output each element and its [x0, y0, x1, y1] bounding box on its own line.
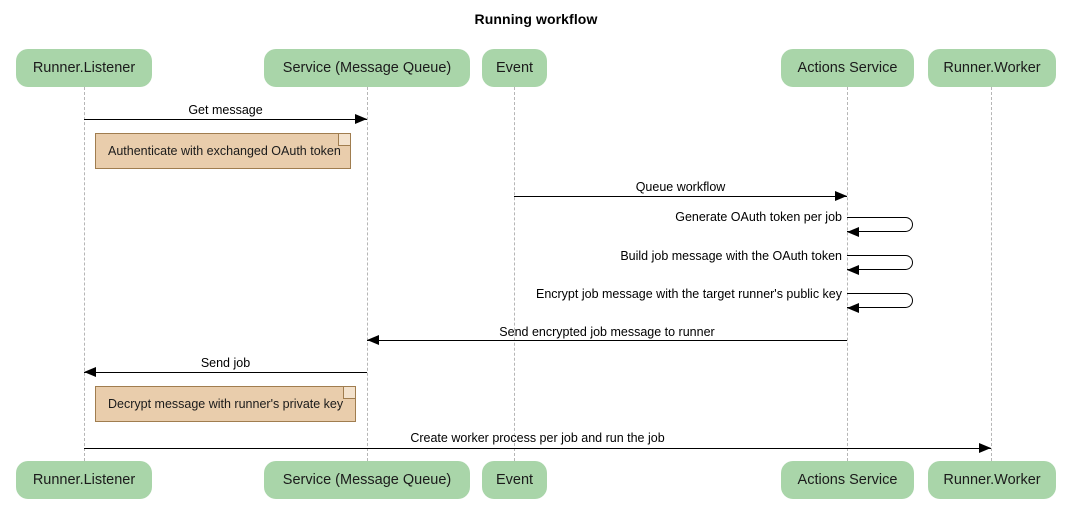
page-title: Running workflow [474, 11, 598, 27]
note-label: Decrypt message with runner's private ke… [108, 397, 344, 411]
lifeline-service-message-queue [367, 87, 368, 461]
arrowhead-encrypt-job-message-with-public-key [847, 302, 859, 313]
participant-label: Runner.Listener [32, 472, 136, 488]
message-label-create-worker-process-per-job: Create worker process per job and run th… [410, 431, 665, 445]
arrowhead-generate-oauth-token-per-job [847, 226, 859, 237]
message-label-queue-workflow: Queue workflow [635, 180, 726, 194]
lifeline-runner-listener [84, 87, 85, 461]
lifeline-runner-worker [991, 87, 992, 461]
message-line-queue-workflow [514, 196, 847, 197]
message-label-build-job-message-with-oauth-token: Build job message with the OAuth token [620, 249, 842, 263]
participant-label: Event [495, 472, 534, 488]
note-decrypt-message-with-runners-private-key: Decrypt message with runner's private ke… [95, 386, 356, 422]
arrowhead-queue-workflow [835, 191, 847, 202]
participant-label: Runner.Listener [32, 60, 136, 76]
participant-label: Runner.Worker [943, 60, 1041, 76]
participant-runner-listener-top[interactable]: Runner.Listener [16, 49, 152, 87]
note-label: Authenticate with exchanged OAuth token [108, 144, 341, 158]
self-message-loop-generate-oauth-token-per-job [847, 217, 913, 232]
participant-label: Actions Service [797, 60, 898, 76]
participant-event-top[interactable]: Event [482, 49, 547, 87]
arrowhead-send-job [84, 367, 96, 378]
participant-service-message-queue-top[interactable]: Service (Message Queue) [264, 49, 470, 87]
message-label-send-encrypted-job-message-to-runner: Send encrypted job message to runner [499, 325, 715, 339]
participant-label: Actions Service [797, 472, 898, 488]
arrowhead-send-encrypted-job-message-to-runner [367, 335, 379, 346]
lifeline-event [514, 87, 515, 461]
participant-label: Event [495, 60, 534, 76]
participant-label: Runner.Worker [943, 472, 1041, 488]
message-label-send-job: Send job [200, 356, 251, 370]
participant-runner-worker-top[interactable]: Runner.Worker [928, 49, 1056, 87]
note-authenticate-with-exchanged-oauth-token: Authenticate with exchanged OAuth token [95, 133, 351, 169]
participant-actions-service-bottom[interactable]: Actions Service [781, 461, 914, 499]
note-fold-corner-icon [343, 387, 355, 399]
note-fold-corner-icon [338, 134, 350, 146]
message-line-send-encrypted-job-message-to-runner [367, 340, 847, 341]
participant-actions-service-top[interactable]: Actions Service [781, 49, 914, 87]
arrowhead-create-worker-process-per-job [979, 443, 991, 454]
message-label-encrypt-job-message-with-public-key: Encrypt job message with the target runn… [535, 287, 842, 301]
message-line-create-worker-process-per-job [84, 448, 991, 449]
participant-event-bottom[interactable]: Event [482, 461, 547, 499]
self-message-loop-build-job-message-with-oauth-token [847, 255, 913, 270]
message-label-generate-oauth-token-per-job: Generate OAuth token per job [675, 210, 842, 224]
participant-service-message-queue-bottom[interactable]: Service (Message Queue) [264, 461, 470, 499]
arrowhead-build-job-message-with-oauth-token [847, 264, 859, 275]
self-message-loop-encrypt-job-message-with-public-key [847, 293, 913, 308]
participant-runner-listener-bottom[interactable]: Runner.Listener [16, 461, 152, 499]
participant-label: Service (Message Queue) [282, 60, 452, 76]
message-line-get-message [84, 119, 367, 120]
participant-label: Service (Message Queue) [282, 472, 452, 488]
participant-runner-worker-bottom[interactable]: Runner.Worker [928, 461, 1056, 499]
arrowhead-get-message [355, 114, 367, 125]
message-line-send-job [84, 372, 367, 373]
message-label-get-message: Get message [188, 103, 263, 117]
